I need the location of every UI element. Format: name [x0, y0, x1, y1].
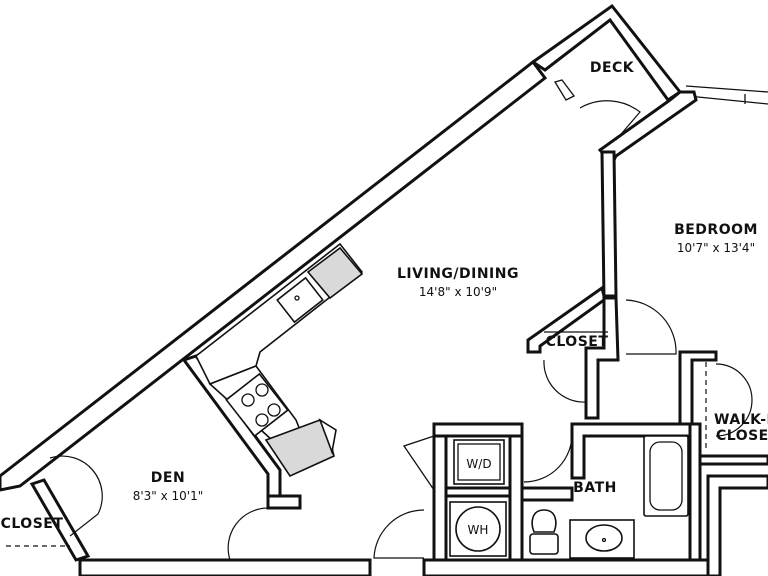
appliances: [402, 435, 507, 557]
bottom-wall-left: [78, 558, 372, 576]
den-dimensions: 8'3" x 10'1": [133, 489, 204, 503]
vanity-drain: [601, 537, 607, 543]
center-closet-label: CLOSET: [546, 334, 609, 350]
kitchen: [194, 242, 364, 478]
cooktop: [225, 372, 289, 438]
den-label: DEN: [151, 470, 185, 486]
bedroom-partition-lower: [584, 296, 620, 420]
bedroom-dimensions: 10'7" x 13'4": [677, 241, 755, 255]
sink-drain: [294, 295, 300, 301]
bedroom-door-swing: [625, 299, 677, 355]
kitchen-sink: [276, 276, 324, 324]
living-dimensions: 14'8" x 10'9": [419, 285, 497, 299]
bedroom-partition-wall: [526, 150, 618, 354]
bathtub: [643, 435, 689, 517]
exterior-walls: [0, 3, 768, 576]
utility-bifold-door: [402, 435, 435, 491]
water-heater-tank: [455, 506, 501, 552]
burner-1: [241, 393, 255, 407]
walkin-label-line1: WALK-I: [714, 412, 768, 428]
deck-door-swing: [579, 100, 641, 141]
bath-label: BATH: [573, 480, 617, 496]
deck-railing: [685, 85, 768, 105]
refrigerator: [306, 246, 364, 300]
washer-dryer-label: W/D: [466, 457, 491, 471]
burner-3: [255, 413, 269, 427]
entry-door-swing: [373, 509, 425, 559]
diagonal-exterior-wall: [0, 59, 548, 492]
bath-door-swing: [523, 431, 573, 483]
labels: DECK BEDROOM 10'7" x 13'4" LIVING/DINING…: [1, 60, 768, 537]
door-swings: [49, 100, 753, 561]
burner-4: [267, 403, 281, 417]
washer-dryer-box: [453, 439, 505, 485]
slider-track: [553, 79, 575, 101]
laundry-top-wall: [432, 422, 524, 438]
bath-right-wall: [688, 422, 702, 562]
closet-door-swing: [543, 359, 587, 403]
bottom-wall-right: [422, 558, 710, 576]
interior-walls: [6, 150, 768, 562]
laundry-mid-wall: [444, 486, 512, 498]
washer-dryer-inner: [457, 443, 501, 481]
living-label: LIVING/DINING: [397, 266, 519, 282]
bath-left-wall: [520, 486, 574, 502]
den-door-swing: [227, 507, 269, 561]
water-heater-label: WH: [468, 523, 489, 537]
laundry-left-wall: [432, 424, 448, 562]
bedroom-label: BEDROOM: [674, 222, 758, 238]
counter-end: [318, 418, 337, 455]
den-closet-divider: [29, 478, 91, 562]
walkin-door-swing: [715, 363, 753, 437]
den-door-jamb: [266, 494, 302, 510]
laundry-right-wall: [508, 424, 524, 562]
left-closet-label: CLOSET: [1, 516, 64, 532]
right-jog-wall: [706, 474, 768, 576]
bathtub-inner: [649, 441, 683, 511]
walkin-label-line2: CLOSE: [716, 428, 768, 444]
burner-2: [255, 383, 269, 397]
den-closet-door-swing: [49, 455, 103, 537]
toilet-bowl: [531, 509, 557, 533]
deck-label: DECK: [590, 60, 635, 76]
bath-fixtures: [529, 435, 689, 559]
toilet-tank: [529, 533, 559, 555]
deck-wall: [530, 3, 683, 103]
